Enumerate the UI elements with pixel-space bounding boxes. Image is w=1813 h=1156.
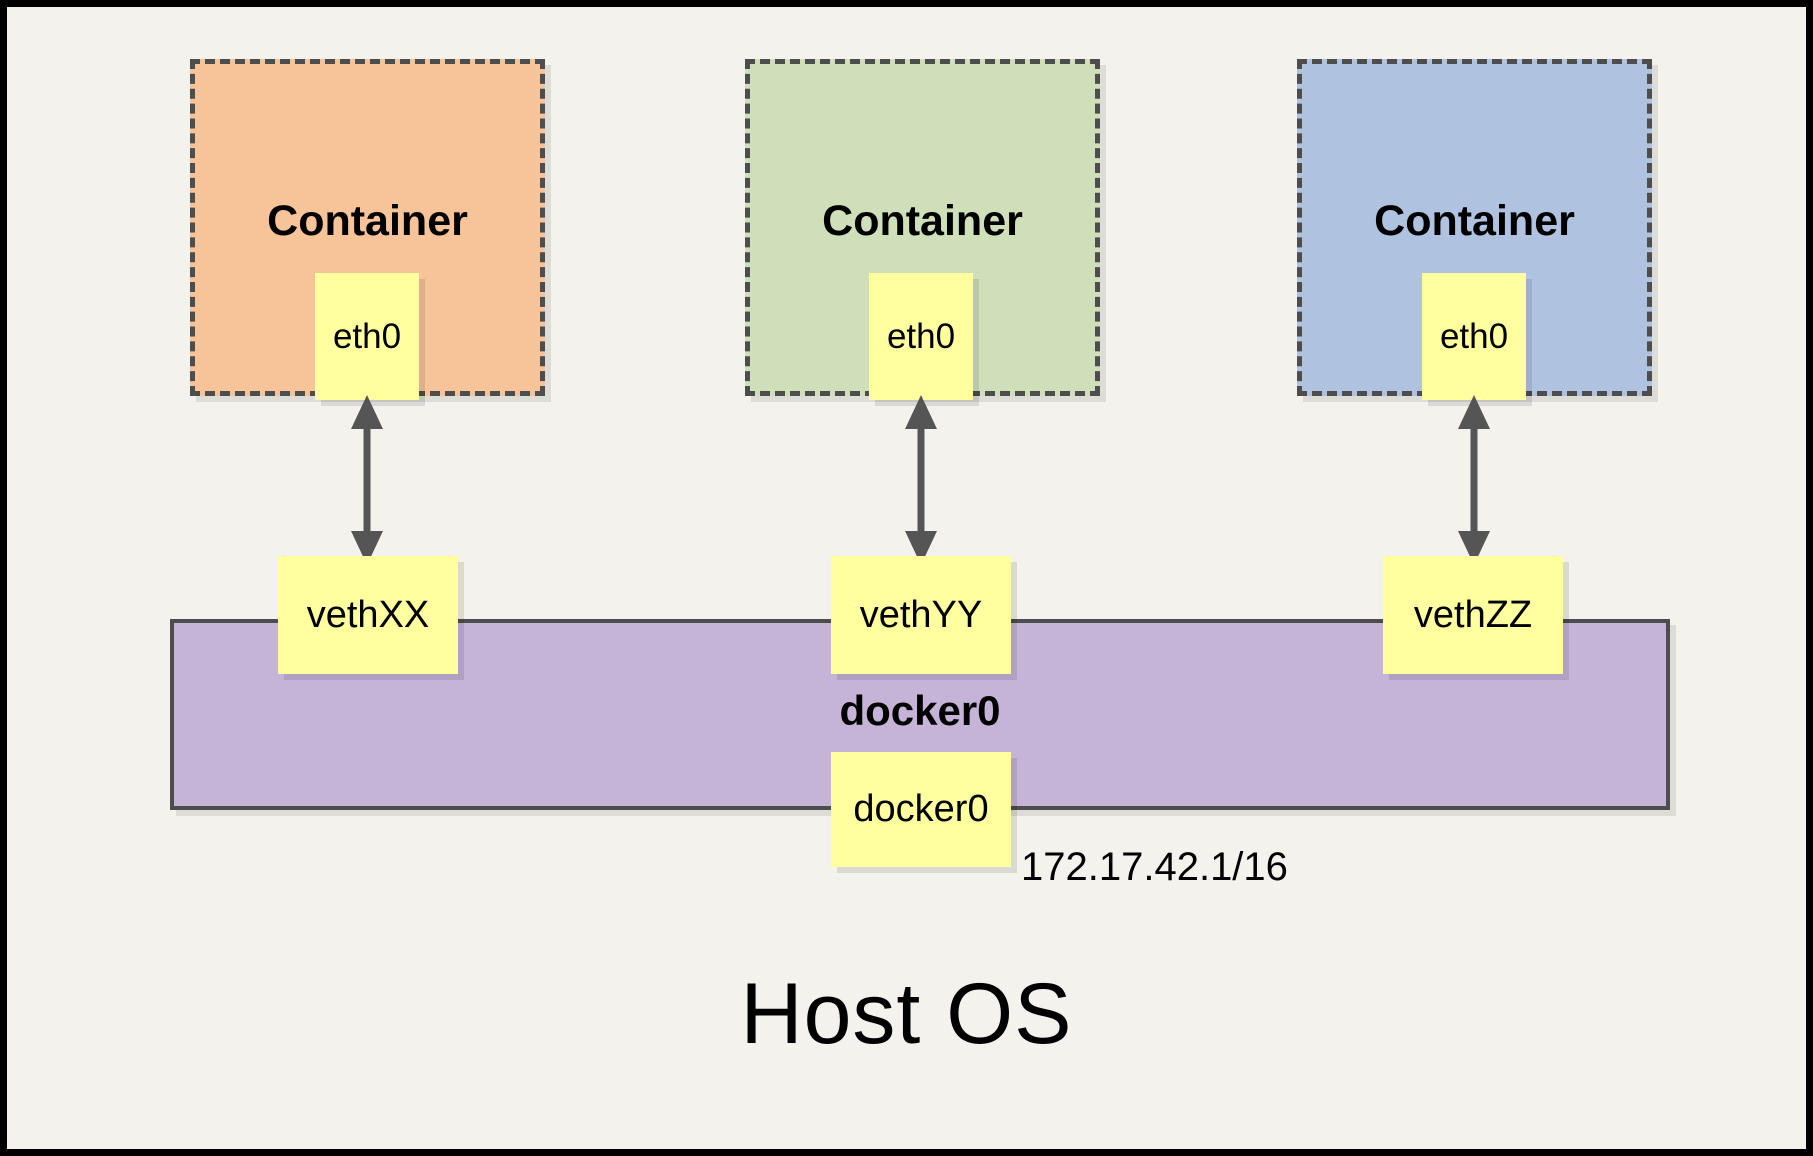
docker0-bridge-label: docker0 — [839, 687, 1001, 734]
eth0-box-1: eth0 — [315, 273, 419, 400]
double-arrow-icon-1 — [351, 395, 383, 565]
veth-box-xx: vethXX — [278, 556, 458, 674]
double-arrow-icon-3 — [1458, 395, 1490, 565]
double-arrow-icon-2 — [905, 395, 937, 565]
container-title-1: Container — [267, 197, 468, 245]
host-os-label: Host OS — [740, 966, 1073, 1062]
veth-box-yy: vethYY — [831, 556, 1011, 674]
veth-box-zz: vethZZ — [1383, 556, 1563, 674]
docker0-ip-address-label: 172.17.42.1/16 — [1021, 845, 1288, 889]
docker0-interface-box: docker0 — [831, 752, 1011, 867]
container-title-3: Container — [1374, 197, 1575, 245]
eth0-box-2: eth0 — [869, 273, 973, 400]
eth0-box-3: eth0 — [1422, 273, 1526, 400]
container-title-2: Container — [822, 197, 1023, 245]
